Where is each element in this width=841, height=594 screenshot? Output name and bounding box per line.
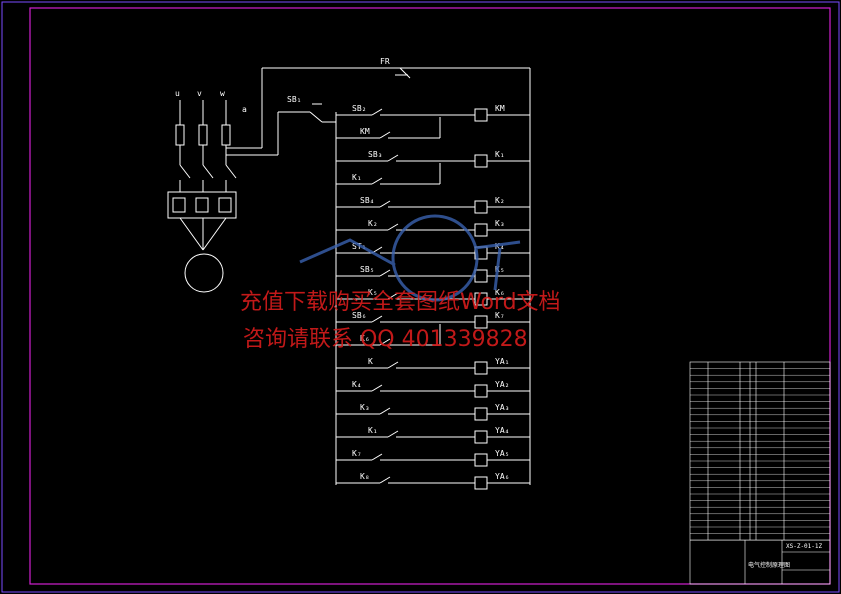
coil-2 xyxy=(474,154,488,168)
coil-label-11: YA₁ xyxy=(495,357,509,366)
coil-label-5: K₃ xyxy=(495,219,505,228)
rung-12: K₄ YA₂ xyxy=(336,380,530,398)
title-block xyxy=(689,361,831,585)
contact-label-5: K₂ xyxy=(368,219,378,228)
coil-label-15: YA₅ xyxy=(495,449,509,458)
coil-label-6: K₄ xyxy=(495,242,505,251)
rung-15: K₇ YA₅ xyxy=(336,449,530,467)
coil-label-16: YA₆ xyxy=(495,472,509,481)
rung-2: SB₃ K₁ xyxy=(336,150,530,168)
rung-0: SB₂ KM xyxy=(336,104,530,122)
coil-0 xyxy=(474,108,488,122)
watermark-line-1: 充值下载购买全套图纸Word文档 xyxy=(240,290,561,315)
contact-label-10: K₆ xyxy=(360,334,370,343)
contact-label-7: SB₅ xyxy=(360,265,374,274)
coil-label-7: K₅ xyxy=(495,265,505,274)
contact-label-14: K₁ xyxy=(368,426,378,435)
coil-5 xyxy=(474,223,488,237)
inner-frame xyxy=(29,7,831,585)
contact-label-8: K₅ xyxy=(368,288,378,297)
rung-3: K₁ xyxy=(336,163,441,186)
watermark-logo xyxy=(299,214,521,302)
coil-label-0: KM xyxy=(495,104,505,113)
rung-4: SB₄ K₂ xyxy=(336,196,530,214)
rung-7: SB₅ K₅ xyxy=(336,265,530,283)
drawing-title: 电气控制原理图 xyxy=(748,562,791,569)
overload-contact xyxy=(395,67,411,79)
rung-8: K₅ K₆ xyxy=(336,288,530,306)
start-button-label: SB₁ xyxy=(287,95,301,104)
coil-7 xyxy=(474,269,488,283)
power-circuit xyxy=(167,67,530,293)
coil-label-4: K₂ xyxy=(495,196,505,205)
contact-label-16: K₈ xyxy=(360,472,370,481)
contact-label-4: SB₄ xyxy=(360,196,374,205)
contact-label-11: K xyxy=(368,357,373,366)
contact-label-1: KM xyxy=(360,127,370,136)
title-block-rows xyxy=(690,368,830,541)
contact-label-12: K₄ xyxy=(352,380,362,389)
phase-label-w: w xyxy=(220,89,225,98)
watermark-line-2: 咨询请联系 QQ 401339828 xyxy=(243,327,528,352)
coil-13 xyxy=(474,407,488,421)
start-button-contact xyxy=(309,103,336,123)
overload-label: FR xyxy=(380,57,390,66)
coil-14 xyxy=(474,430,488,444)
rung-13: K₃ YA₃ xyxy=(336,403,530,421)
rung-1: KM xyxy=(336,117,441,140)
phase-label-v: v xyxy=(197,89,202,98)
contact-label-0: SB₂ xyxy=(352,104,366,113)
drawing-number: XS-Z-01-1Z xyxy=(786,543,823,550)
coil-11 xyxy=(474,361,488,375)
contact-label-15: K₇ xyxy=(352,449,362,458)
coil-label-9: K₇ xyxy=(495,311,505,320)
contact-label-3: K₁ xyxy=(352,173,362,182)
coil-label-14: YA₄ xyxy=(495,426,509,435)
contact-label-13: K₃ xyxy=(360,403,370,412)
coil-label-8: K₆ xyxy=(495,288,505,297)
coil-16 xyxy=(474,476,488,490)
rung-16: K₈ YA₆ xyxy=(336,472,530,490)
rung-10: K₆ xyxy=(336,324,441,347)
phase-label-u: u xyxy=(175,89,180,98)
contact-label-2: SB₃ xyxy=(368,150,382,159)
coil-label-2: K₁ xyxy=(495,150,505,159)
rung-14: K₁ YA₄ xyxy=(336,426,530,444)
ground-label: a xyxy=(242,105,247,114)
rung-5: K₂ K₃ xyxy=(336,219,530,237)
rung-9: SB₆ K₇ xyxy=(336,311,530,329)
rung-11: K YA₁ xyxy=(336,357,530,375)
coil-label-12: YA₂ xyxy=(495,380,509,389)
coil-4 xyxy=(474,200,488,214)
coil-15 xyxy=(474,453,488,467)
coil-12 xyxy=(474,384,488,398)
coil-label-13: YA₃ xyxy=(495,403,509,412)
contact-label-9: SB₆ xyxy=(352,311,366,320)
